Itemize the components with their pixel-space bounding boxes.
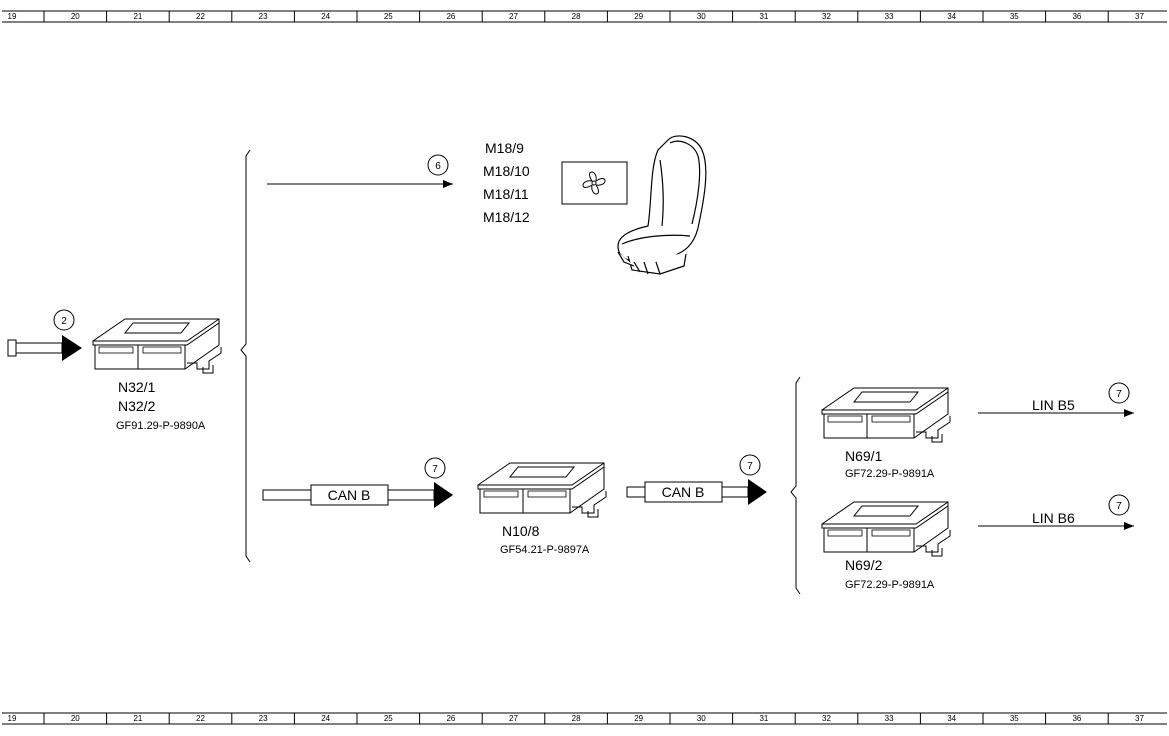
ruler-number: 26 — [446, 12, 455, 21]
ruler-number: 30 — [697, 714, 706, 723]
svg-text:GF72.29-P-9891A: GF72.29-P-9891A — [845, 579, 935, 591]
ruler-number: 34 — [947, 714, 956, 723]
top-ruler: 19 20 21 22 23 24 25 26 27 28 29 30 31 32 33 34 35 36 37 — [2, 10, 1167, 23]
ruler-number: 27 — [509, 12, 518, 21]
ruler-number: 20 — [71, 12, 80, 21]
svg-text:GF54.21-P-9897A: GF54.21-P-9897A — [500, 544, 590, 556]
ruler-number: 23 — [259, 714, 268, 723]
svg-text:CAN B: CAN B — [662, 484, 705, 500]
ruler-number: 32 — [822, 12, 831, 21]
ref-marker-6 — [427, 154, 449, 176]
n69-2-control-unit: N69/2 GF72.29-P-9891A — [821, 501, 951, 591]
ruler-number: 25 — [384, 714, 393, 723]
ruler-number: 33 — [885, 714, 894, 723]
ruler-number: 32 — [822, 714, 831, 723]
ruler-number: 20 — [71, 714, 80, 723]
ruler-number: 22 — [196, 714, 205, 723]
svg-text:M18/11: M18/11 — [483, 186, 529, 202]
ruler-number: 22 — [196, 12, 205, 21]
ruler-number: 19 — [8, 714, 17, 723]
svg-text:GF72.29-P-9891A: GF72.29-P-9891A — [845, 468, 935, 480]
ref-marker-7 — [739, 454, 761, 476]
can-b-output: CAN B 7 — [626, 454, 767, 505]
svg-text:CAN B: CAN B — [328, 487, 371, 503]
ruler-number: 35 — [1010, 714, 1019, 723]
lin-b5-connection: LIN B5 7 — [978, 382, 1134, 417]
ruler-number: 31 — [759, 714, 768, 723]
ruler-number: 21 — [133, 12, 142, 21]
seat-motor-labels: M18/9 M18/10 M18/11 M18/12 — [483, 140, 530, 225]
seat-icon — [617, 135, 707, 275]
group-brace — [240, 149, 251, 563]
svg-text:N69/1: N69/1 — [845, 448, 883, 464]
ruler-number: 34 — [947, 12, 956, 21]
ruler-number: 28 — [572, 12, 581, 21]
svg-text:LIN B6: LIN B6 — [1032, 510, 1075, 526]
ruler-number: 26 — [446, 714, 455, 723]
ref-marker-2 — [53, 309, 75, 331]
right-brace — [790, 376, 801, 595]
ref-marker-7 — [424, 457, 446, 479]
ruler-number: 28 — [572, 714, 581, 723]
ref-marker-7 — [1108, 494, 1130, 516]
ruler-number: 35 — [1010, 12, 1019, 21]
ruler-number: 21 — [133, 714, 142, 723]
svg-text:2: 2 — [61, 316, 67, 327]
ruler-number: 37 — [1135, 12, 1144, 21]
svg-text:GF91.29-P-9890A: GF91.29-P-9890A — [116, 420, 206, 432]
bottom-ruler: 19 20 21 22 23 24 25 26 27 28 29 30 31 32 33 34 35 36 37 — [2, 712, 1167, 725]
svg-text:7: 7 — [1116, 389, 1122, 400]
fan-icon — [561, 161, 628, 205]
svg-text:M18/10: M18/10 — [483, 163, 530, 179]
svg-text:N32/2: N32/2 — [118, 398, 156, 414]
can-b-input: CAN B 7 — [262, 457, 453, 508]
svg-text:N69/2: N69/2 — [845, 557, 883, 573]
svg-text:N32/1: N32/1 — [118, 379, 156, 395]
svg-text:6: 6 — [435, 161, 441, 172]
ruler-number: 19 — [8, 12, 17, 21]
n69-1-control-unit: N69/1 GF72.29-P-9891A — [821, 387, 951, 480]
n32-input-connection: 2 — [7, 309, 82, 361]
ruler-number: 31 — [759, 12, 768, 21]
ruler-number: 27 — [509, 714, 518, 723]
svg-text:7: 7 — [432, 464, 438, 475]
ref-marker-7 — [1108, 382, 1130, 404]
seat-connection: 6 — [267, 154, 453, 188]
n10-control-unit: N10/8 GF54.21-P-9897A — [477, 462, 607, 556]
ruler-number: 30 — [697, 12, 706, 21]
ruler-number: 29 — [634, 714, 643, 723]
svg-text:N10/8: N10/8 — [502, 523, 540, 539]
ruler-number: 36 — [1072, 714, 1081, 723]
ruler-number: 23 — [259, 12, 268, 21]
svg-text:M18/12: M18/12 — [483, 209, 530, 225]
n32-control-unit: N32/1 N32/2 GF91.29-P-9890A — [92, 318, 222, 432]
ruler-number: 24 — [321, 714, 330, 723]
ruler-number: 36 — [1072, 12, 1081, 21]
ruler-number: 33 — [885, 12, 894, 21]
svg-text:7: 7 — [747, 461, 753, 472]
ruler-number: 29 — [634, 12, 643, 21]
ruler-number: 24 — [321, 12, 330, 21]
ruler-number: 37 — [1135, 714, 1144, 723]
svg-text:7: 7 — [1116, 501, 1122, 512]
svg-text:M18/9: M18/9 — [485, 140, 524, 156]
svg-text:LIN B5: LIN B5 — [1032, 397, 1075, 413]
lin-b6-connection: LIN B6 7 — [978, 494, 1134, 530]
ruler-number: 25 — [384, 12, 393, 21]
